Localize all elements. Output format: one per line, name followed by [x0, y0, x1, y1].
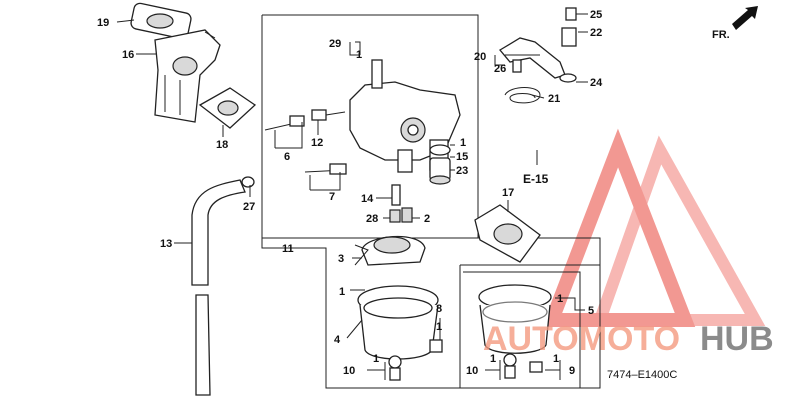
part-label-16: 16 — [122, 49, 134, 61]
part-label-23: 23 — [456, 165, 468, 177]
part-label-29: 29 — [329, 38, 341, 50]
washer-15 — [429, 144, 451, 156]
part-label-1-d: 1 — [490, 353, 496, 365]
float-chamber-4 — [357, 285, 443, 381]
part-label-1-top: 1 — [356, 49, 362, 61]
part-label-17: 17 — [502, 187, 514, 199]
part-label-25: 25 — [590, 9, 602, 21]
jet-14 — [391, 184, 401, 206]
part-labels: 19 16 18 13 27 11 6 12 7 29 1 1 15 23 14… — [97, 9, 603, 377]
part-label-14: 14 — [361, 193, 374, 205]
part-label-4: 4 — [334, 334, 341, 346]
choke-lever-20 — [499, 37, 566, 79]
part-label-18: 18 — [216, 139, 228, 151]
screw-25 — [565, 7, 577, 21]
part-label-13: 13 — [160, 238, 172, 250]
leader-lines — [116, 13, 588, 380]
direction-label: FR. — [712, 29, 730, 41]
gasket-19 — [130, 2, 192, 40]
part-label-6: 6 — [284, 151, 290, 163]
part-label-1-e: 1 — [553, 353, 559, 365]
part-label-10-a: 10 — [343, 365, 355, 377]
tube-13 — [191, 176, 255, 396]
part-label-11: 11 — [282, 243, 294, 255]
screw-12 — [311, 109, 346, 121]
part-label-26: 26 — [494, 63, 506, 75]
washer-24 — [559, 73, 577, 83]
part-label-9: 9 — [569, 365, 575, 377]
part-label-1-b: 1 — [373, 353, 379, 365]
part-label-1-a: 1 — [339, 286, 345, 298]
gasket-18 — [198, 87, 257, 129]
part-label-15: 15 — [456, 151, 468, 163]
filter-23 — [429, 157, 451, 185]
figure-code: 7474–E1400C — [607, 369, 677, 381]
insulator-16 — [154, 29, 221, 123]
part-label-22: 22 — [590, 27, 602, 39]
part-label-8: 8 — [436, 303, 442, 315]
spring-21 — [504, 87, 541, 104]
part-label-10-b: 10 — [466, 365, 478, 377]
part-label-7: 7 — [329, 191, 335, 203]
carburetor-body — [349, 59, 461, 173]
reference-label: E-15 — [523, 172, 549, 186]
direction-indicator: FR. — [712, 6, 758, 41]
part-label-1-c: 1 — [436, 321, 442, 333]
part-label-1-mid: 1 — [460, 137, 466, 149]
part-label-5: 5 — [588, 305, 594, 317]
watermark-logo — [541, 128, 766, 327]
part-label-2: 2 — [424, 213, 430, 225]
bolt-22 — [561, 27, 577, 47]
part-label-1-f: 1 — [557, 293, 563, 305]
screw-7 — [304, 163, 347, 175]
part-label-27: 27 — [243, 201, 255, 213]
float-3 — [361, 235, 426, 266]
jet-28-2 — [389, 207, 413, 223]
pin-26 — [512, 59, 522, 73]
screw-6 — [264, 115, 305, 131]
part-label-28: 28 — [366, 213, 378, 225]
watermark-word-2: HUB — [700, 320, 774, 358]
part-label-24: 24 — [590, 77, 603, 89]
gasket-17 — [474, 204, 541, 263]
part-label-21: 21 — [548, 93, 560, 105]
part-label-20: 20 — [474, 51, 486, 63]
watermark-word-1: AUTOMOTO — [483, 320, 680, 358]
watermark-text: AUTOMOTO HUB — [483, 320, 774, 358]
part-label-19: 19 — [97, 17, 109, 29]
part-label-12: 12 — [311, 137, 323, 149]
float-chamber-5 — [478, 284, 552, 379]
part-label-3: 3 — [338, 253, 344, 265]
